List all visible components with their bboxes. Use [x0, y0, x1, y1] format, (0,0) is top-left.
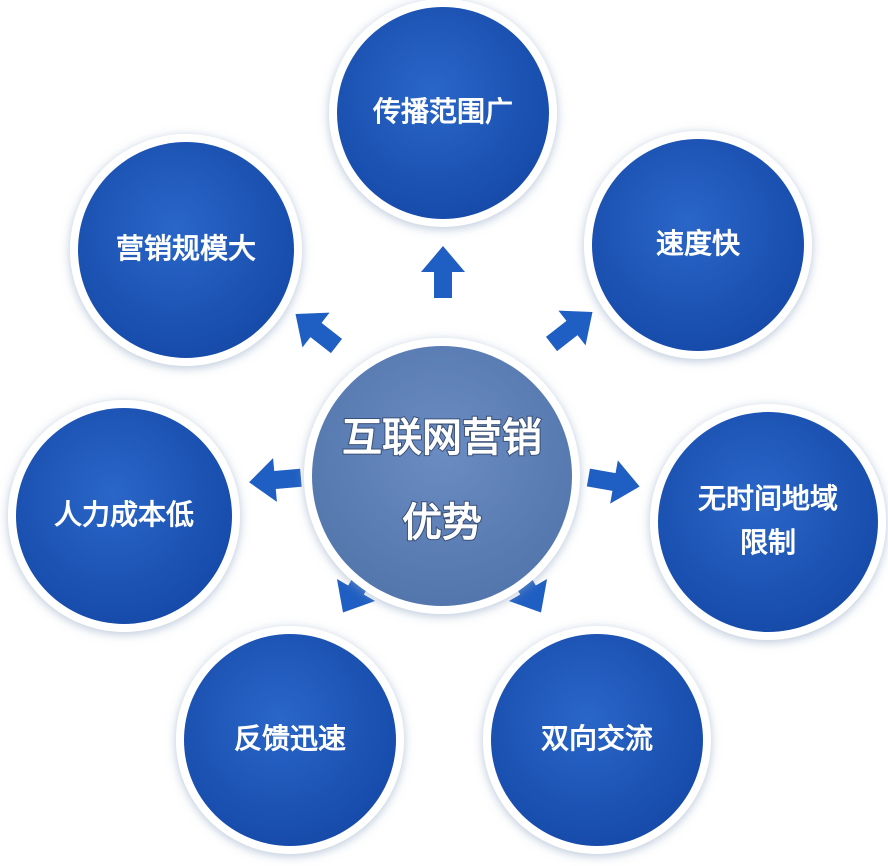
node-circle — [592, 139, 804, 351]
node-label: 人力成本低 — [54, 498, 194, 531]
arrow-icon — [249, 458, 302, 502]
arrow-icon — [545, 310, 593, 352]
node-low-labor-cost: 人力成本低 — [8, 400, 240, 632]
node-label: 无时间地域 — [698, 482, 838, 515]
node-large-marketing-scale: 营销规模大 — [70, 134, 302, 366]
arrow-icon — [586, 460, 640, 504]
node-label: 传播范围广 — [372, 95, 513, 128]
arrow-icon — [421, 246, 465, 298]
center-title-line1: 互联网营销 — [342, 415, 542, 461]
node-label: 双向交流 — [541, 722, 653, 755]
node-label: 速度快 — [656, 227, 741, 260]
node-two-way-communication: 双向交流 — [483, 626, 711, 854]
node-fast-feedback: 反馈迅速 — [176, 626, 404, 854]
node-label: 营销规模大 — [116, 232, 256, 265]
center-circle — [312, 346, 572, 606]
node-circle — [78, 142, 294, 358]
node-fast-speed: 速度快 — [584, 131, 812, 359]
node-label: 反馈迅速 — [234, 722, 346, 755]
center-node: 互联网营销 优势 — [304, 338, 580, 614]
node-circle — [491, 634, 703, 846]
node-circle — [184, 634, 396, 846]
node-circle — [337, 7, 549, 219]
center-title-line2: 优势 — [402, 500, 482, 546]
node-label: 限制 — [740, 526, 796, 559]
node-circle — [658, 412, 878, 632]
arrow-icon — [295, 312, 343, 354]
node-wide-reach: 传播范围广 — [329, 0, 557, 227]
node-circle — [16, 408, 232, 624]
